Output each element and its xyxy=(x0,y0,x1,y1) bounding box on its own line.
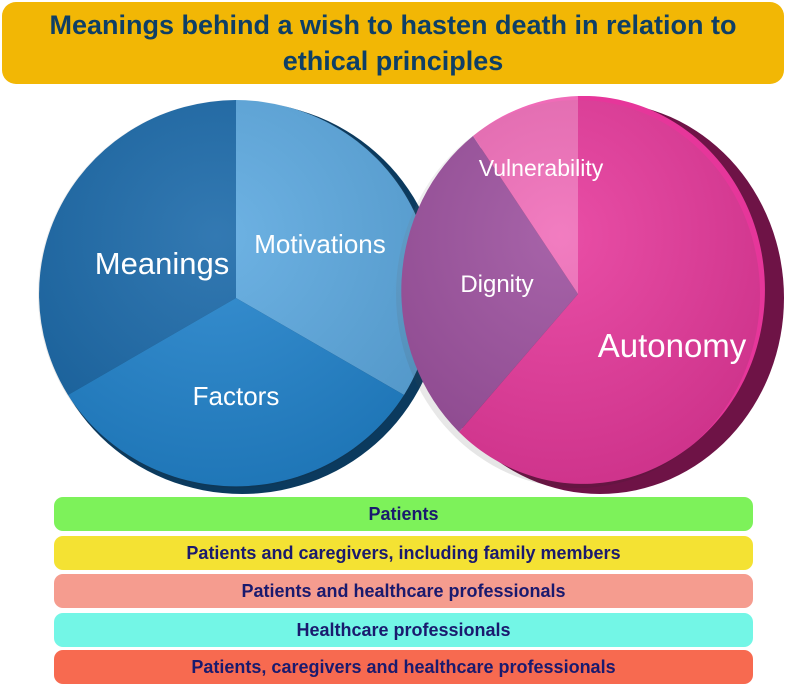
right-circle-shading xyxy=(396,100,760,488)
band-healthcare-professionals: Healthcare professionals xyxy=(54,613,753,647)
left-circle: Meanings Motivations Factors xyxy=(38,100,442,494)
band-patients: Patients xyxy=(54,497,753,531)
circles-figure: Meanings Motivations Factors Vulnerabili… xyxy=(38,96,784,494)
band-patients-caregivers: Patients and caregivers, including famil… xyxy=(54,536,753,570)
label-autonomy: Autonomy xyxy=(598,327,747,364)
band-all-stakeholders: Patients, caregivers and healthcare prof… xyxy=(54,650,753,684)
band-patients-professionals: Patients and healthcare professionals xyxy=(54,574,753,608)
diagram-title: Meanings behind a wish to hasten death i… xyxy=(49,10,737,76)
label-dignity: Dignity xyxy=(460,271,533,298)
label-factors: Factors xyxy=(193,381,280,411)
left-circle-shading xyxy=(38,100,434,488)
label-vulnerability: Vulnerability xyxy=(479,155,604,181)
right-circle: Vulnerability Dignity Autonomy xyxy=(396,96,784,494)
title-banner: Meanings behind a wish to hasten death i… xyxy=(2,2,784,84)
label-meanings: Meanings xyxy=(95,246,229,281)
label-motivations: Motivations xyxy=(254,229,386,259)
